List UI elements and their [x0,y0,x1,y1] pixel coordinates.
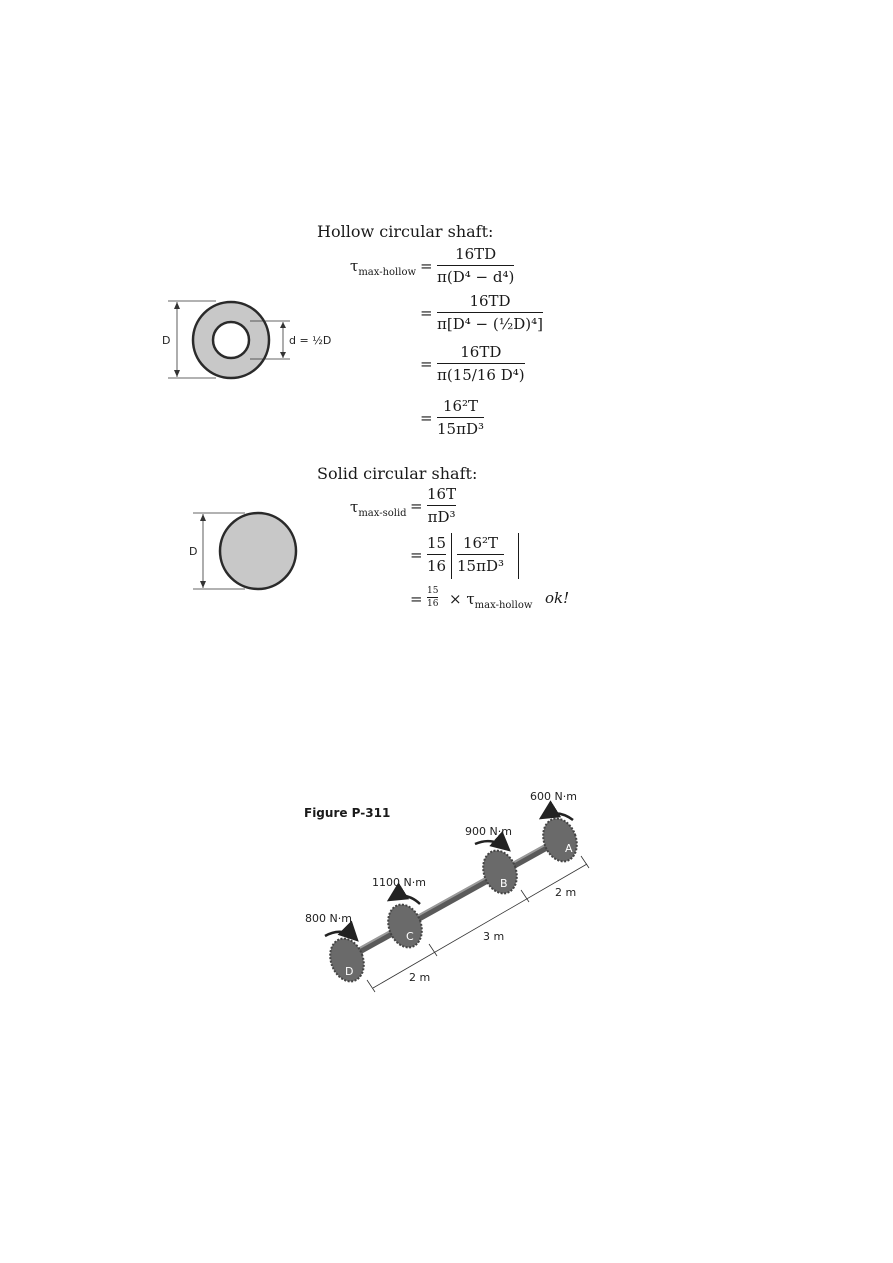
shaft-highlight [346,834,564,956]
hollow-eq4-numerator: 16²T [442,397,479,415]
hollow-eq3-numerator: 16TD [460,343,502,361]
hollow-eq2-fraction: 16TD π[D⁴ − (½D)⁴] [437,292,543,333]
hollow-eq3-equals: = [420,355,433,373]
gear-c-label: C [406,930,414,943]
hollow-eq1-numerator: 16TD [455,245,497,263]
gear-a-label: A [565,842,573,855]
length-label-ab: 2 m [555,886,576,899]
solid-eq3-equals: = [410,590,423,608]
solid-eq2-fraction: 16²T 15πD³ [457,534,504,575]
figure-caption: Figure P-311 [304,806,391,820]
solid-eq2-brackets [451,533,519,579]
torque-arrow-b [474,830,511,852]
solid-eq2-coefficient: 15 16 [427,534,447,575]
hollow-eq3-fraction: 16TD π(15/16 D⁴) [437,343,525,384]
solid-eq1-equals: = [410,497,423,515]
hollow-eq3-denominator: π(15/16 D⁴) [437,366,525,384]
hollow-eq1-denominator: π(D⁴ − d⁴) [437,268,515,286]
hollow-section-figure [168,300,290,380]
length-label-cd: 2 m [409,971,430,984]
torque-arrow-c [386,882,421,905]
solid-eq1-denominator: πD³ [427,508,456,526]
solid-tau-label: τmax-solid [350,498,407,519]
torque-label-a: 600 N·m [530,790,577,803]
solid-circle [218,511,298,591]
hollow-outer-dim-label: D [162,334,171,347]
hollow-eq4-equals: = [420,409,433,427]
hollow-eq4-fraction: 16²T 15πD³ [437,397,484,438]
solid-eq2-denominator: 15πD³ [457,557,504,575]
torque-label-b: 900 N·m [465,825,512,838]
solid-heading: Solid circular shaft: [317,464,478,483]
dimension-line [372,863,588,989]
solid-eq3-ok: ok! [545,589,570,607]
hollow-eq2-numerator: 16TD [469,292,511,310]
gear-b-label: B [500,877,508,890]
torque-arrow-d [324,920,359,942]
gear-d-label: D [345,965,353,978]
hollow-heading: Hollow circular shaft: [317,222,494,241]
gear-a [542,817,578,863]
solid-eq1-fraction: 16T πD³ [427,485,457,526]
torque-label-c: 1100 N·m [372,876,426,889]
solid-section-figure [193,511,298,591]
hollow-inner-dim-label: d = ½D [289,334,332,347]
gear-b [482,849,518,895]
solid-eq3-expression: × τmax-hollow [449,590,533,611]
solid-eq2-numerator: 16²T [462,534,499,552]
length-label-bc: 3 m [483,930,504,943]
torque-arrow-a [538,800,574,822]
hollow-inner-circle [211,320,251,360]
hollow-tau-label: τmax-hollow [350,257,417,278]
hollow-eq2-denominator: π[D⁴ − (½D)⁴] [437,315,543,333]
hollow-eq4-denominator: 15πD³ [437,420,484,438]
hollow-eq2-equals: = [420,304,433,322]
solid-dim-label: D [189,545,198,558]
shaft-body [343,834,567,962]
solid-eq1-numerator: 16T [427,485,457,503]
shaft-figure: A B C D 600 N·m 900 N·m 1100 N·m 800 N·m… [305,790,590,993]
hollow-eq1-fraction: 16TD π(D⁴ − d⁴) [437,245,515,286]
torque-label-d: 800 N·m [305,912,352,925]
gear-c [387,903,423,949]
gear-d [329,937,365,983]
solid-eq2-equals: = [410,546,423,564]
hollow-eq1-equals: = [420,257,433,275]
solid-eq3-coefficient: 15 16 [427,586,439,609]
